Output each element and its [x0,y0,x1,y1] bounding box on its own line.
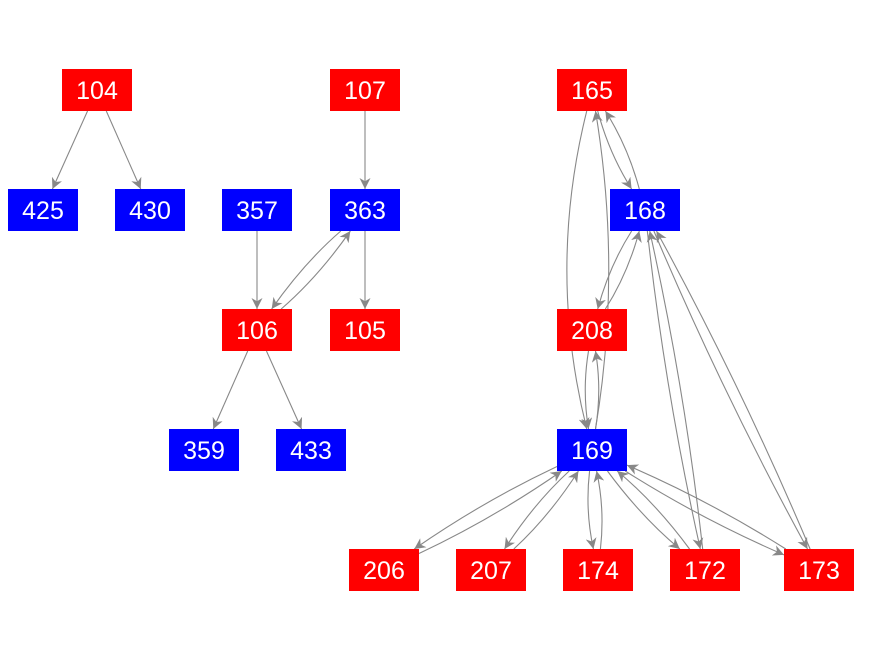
node-357[interactable]: 357 [222,189,292,231]
node-box [8,189,78,231]
edge-169-to-172 [607,470,681,550]
edge-174-to-169 [593,470,605,550]
node-label: 174 [577,557,619,585]
nodes: 104 107 165 425 430 357 363 168 106 105 208 359 433 1… [8,69,854,591]
node-label: 165 [571,77,613,105]
node-169[interactable]: 169 [557,429,627,471]
edge-172-to-168 [646,230,704,550]
node-label: 359 [183,437,225,465]
edge-169-to-173 [624,470,785,556]
node-173[interactable]: 173 [784,549,854,591]
node-168[interactable]: 168 [610,189,680,231]
edge-168-to-208 [595,230,633,310]
node-box [557,429,627,471]
node-208[interactable]: 208 [557,309,627,351]
node-label: 168 [624,197,666,225]
edge-104-to-430 [105,110,142,190]
node-105[interactable]: 105 [330,309,400,351]
node-box [610,189,680,231]
node-box [115,189,185,231]
node-165[interactable]: 165 [557,69,627,111]
edge-172-to-169 [616,470,690,550]
node-363[interactable]: 363 [330,189,400,231]
node-box [349,549,419,591]
node-106[interactable]: 106 [222,309,292,351]
edge-208-to-168 [604,230,642,310]
node-174[interactable]: 174 [563,549,633,591]
node-206[interactable]: 206 [349,549,419,591]
node-box [557,309,627,351]
node-box [563,549,633,591]
node-box [784,549,854,591]
node-box [169,429,239,471]
node-430[interactable]: 430 [115,189,185,231]
edge-168-to-172 [646,230,704,550]
node-box [62,69,132,111]
node-box [222,189,292,231]
edge-104-to-425 [51,110,89,190]
node-box [456,549,526,591]
edge-106-to-359 [212,350,249,430]
node-label: 430 [129,197,171,225]
node-label: 433 [290,437,332,465]
node-label: 105 [344,317,386,345]
edge-173-to-169 [626,464,787,550]
node-box [557,69,627,111]
node-box [330,189,400,231]
node-label: 106 [236,317,278,345]
node-label: 208 [571,317,613,345]
edge-173-to-168 [655,230,811,550]
edge-165-to-168 [597,110,633,190]
node-label: 169 [571,437,613,465]
edge-206-to-169 [418,470,563,555]
edge-363-to-106 [271,230,342,310]
node-label: 207 [470,557,512,585]
node-box [222,309,292,351]
node-107[interactable]: 107 [330,69,400,111]
node-label: 107 [344,77,386,105]
edge-208-to-169 [581,350,593,430]
edge-168-to-173 [653,230,809,550]
edge-169-to-165 [591,110,610,430]
node-label: 172 [684,557,726,585]
node-label: 363 [344,197,386,225]
edge-165-to-169 [566,110,590,430]
node-172[interactable]: 172 [670,549,740,591]
node-425[interactable]: 425 [8,189,78,231]
node-label: 104 [76,77,118,105]
edge-169-to-207 [504,470,570,550]
edge-106-to-433 [265,350,303,430]
node-label: 173 [798,557,840,585]
edge-169-to-208 [591,350,603,430]
node-label: 357 [236,197,278,225]
node-207[interactable]: 207 [456,549,526,591]
edge-168-to-165 [604,110,640,190]
edge-169-to-174 [585,470,597,550]
node-label: 206 [363,557,405,585]
node-label: 425 [22,197,64,225]
node-box [276,429,346,471]
node-433[interactable]: 433 [276,429,346,471]
edge-169-to-206 [413,465,558,550]
edge-207-to-169 [513,470,579,550]
node-box [670,549,740,591]
edge-106-to-363 [280,230,351,310]
edges [51,110,811,556]
node-box [330,69,400,111]
node-box [330,309,400,351]
node-104[interactable]: 104 [62,69,132,111]
node-359[interactable]: 359 [169,429,239,471]
